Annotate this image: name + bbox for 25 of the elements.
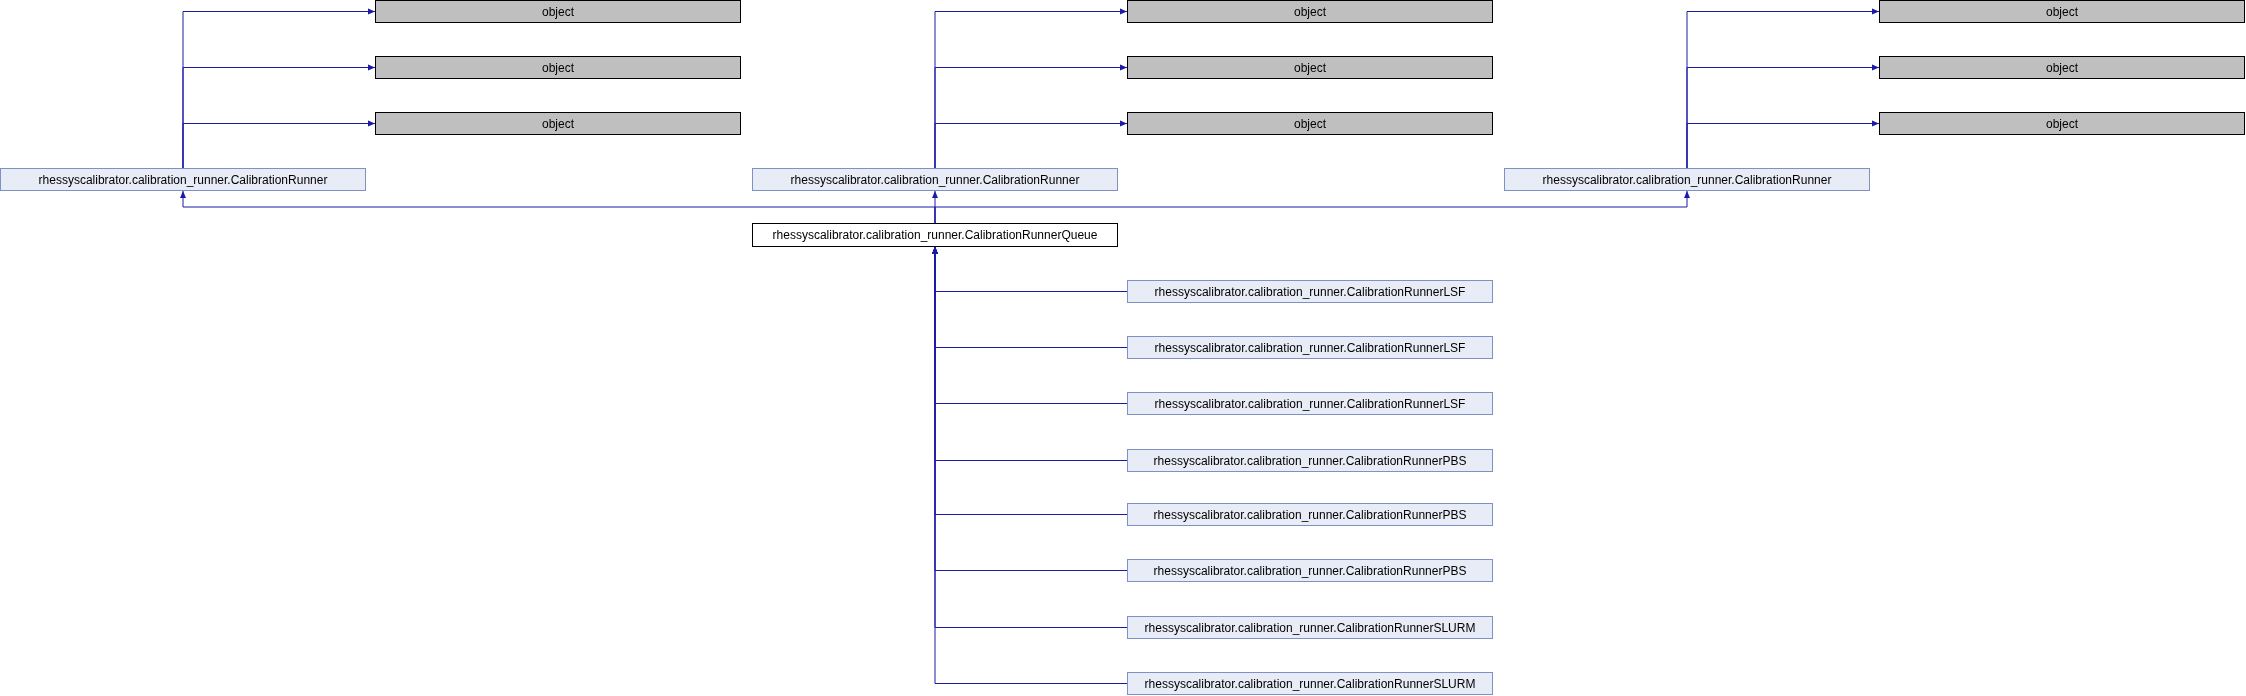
class-box: object <box>1879 56 2245 79</box>
class-box: object <box>1127 112 1493 135</box>
class-box: object <box>375 56 741 79</box>
class-box: rhessyscalibrator.calibration_runner.CalibrationRunnerLSF <box>1127 280 1493 303</box>
class-box: object <box>1127 0 1493 23</box>
highlighted-class-box: rhessyscalibrator.calibration_runner.CalibrationRunnerQueue <box>752 223 1118 247</box>
class-box: rhessyscalibrator.calibration_runner.CalibrationRunnerSLURM <box>1127 616 1493 639</box>
inheritance-arrow <box>934 120 1128 169</box>
class-box: rhessyscalibrator.calibration_runner.CalibrationRunner <box>0 168 366 191</box>
inheritance-arrow <box>1686 120 1880 169</box>
inheritance-arrow <box>182 120 376 169</box>
class-box: rhessyscalibrator.calibration_runner.CalibrationRunnerSLURM <box>1127 672 1493 695</box>
class-box: rhessyscalibrator.calibration_runner.CalibrationRunnerPBS <box>1127 503 1493 526</box>
class-box: object <box>1879 112 2245 135</box>
class-box: object <box>1127 56 1493 79</box>
class-box: object <box>375 0 741 23</box>
inheritance-arrow <box>934 190 1690 224</box>
class-box: object <box>1879 0 2245 23</box>
class-box: rhessyscalibrator.calibration_runner.CalibrationRunner <box>752 168 1118 191</box>
class-box: rhessyscalibrator.calibration_runner.CalibrationRunnerLSF <box>1127 392 1493 415</box>
class-box: object <box>375 112 741 135</box>
class-box: rhessyscalibrator.calibration_runner.CalibrationRunner <box>1504 168 1870 191</box>
class-box: rhessyscalibrator.calibration_runner.CalibrationRunnerLSF <box>1127 336 1493 359</box>
class-box: rhessyscalibrator.calibration_runner.CalibrationRunnerPBS <box>1127 449 1493 472</box>
class-box: rhessyscalibrator.calibration_runner.CalibrationRunnerPBS <box>1127 559 1493 582</box>
